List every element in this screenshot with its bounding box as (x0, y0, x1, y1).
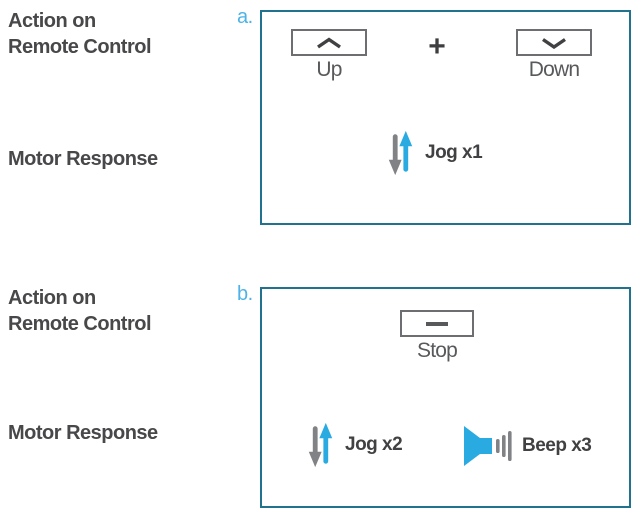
stop-button-caption: Stop (417, 339, 458, 362)
panel-b: Stop Jog x2 Beep x3 (260, 287, 631, 508)
panel-a: Up + Down Jog x1 (260, 10, 631, 225)
stop-button-group: Stop (395, 310, 479, 363)
motor-response-label-b: Motor Response (8, 422, 158, 444)
action-on-remote-control-label-b: Action on Remote Control (8, 287, 152, 335)
motor-response-jog-a: Jog x1 (388, 128, 483, 178)
jog-arrows-icon (388, 130, 413, 176)
dash-icon (426, 321, 448, 326)
stop-button (400, 310, 474, 337)
jog-label: Jog x2 (345, 434, 403, 455)
down-button-caption: Down (528, 58, 580, 81)
beep-label: Beep x3 (522, 435, 592, 456)
chevron-up-icon (317, 36, 341, 48)
down-button-group: Down (512, 29, 596, 82)
action-on-remote-control-label-a: Action on Remote Control (8, 10, 152, 58)
chevron-down-icon (542, 37, 566, 49)
panel-letter-a: a. (237, 6, 253, 28)
speaker-icon (464, 426, 512, 466)
motor-response-beep-b: Beep x3 (463, 425, 592, 467)
up-button (291, 29, 367, 56)
motor-response-jog-b: Jog x2 (308, 420, 403, 470)
plus-icon: + (428, 30, 446, 63)
jog-label: Jog x1 (425, 142, 483, 163)
panel-letter-b: b. (237, 283, 253, 305)
motor-response-label-a: Motor Response (8, 148, 158, 170)
jog-arrows-icon (308, 422, 333, 468)
down-button (516, 29, 592, 56)
up-button-group: Up (287, 29, 371, 82)
up-button-caption: Up (316, 58, 342, 81)
